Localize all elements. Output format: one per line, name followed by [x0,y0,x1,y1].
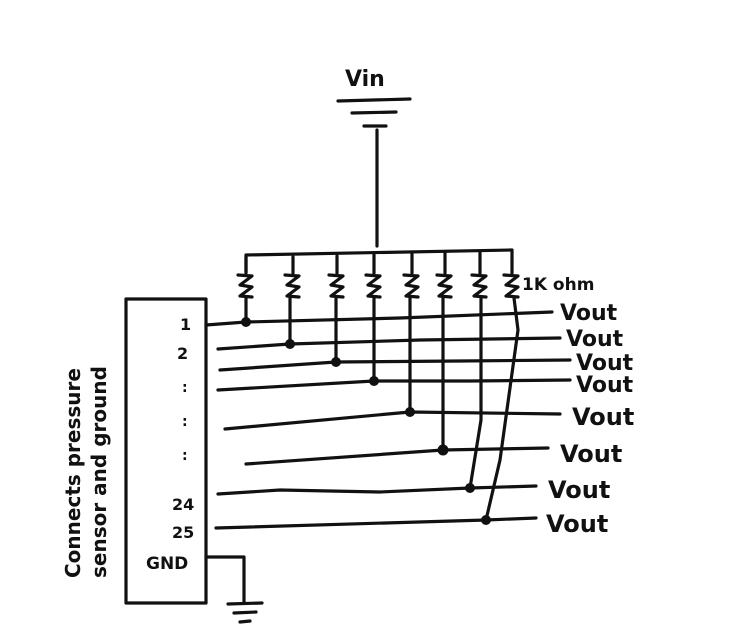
vout-label-3: Vout [576,351,634,376]
pin-label-24: 24 [172,495,194,514]
junction-dot-5 [405,407,415,417]
junction-dot-7 [465,483,475,493]
vin-bus-wire [244,248,514,274]
ground-bar-2 [232,610,258,615]
vout-label-5: Vout [572,403,634,431]
ground-wire [204,555,246,605]
resistor-value-label: 1K ohm [522,275,594,295]
output-line-5 [223,410,562,431]
output-line-3 [218,358,572,372]
pin-ellipsis-3: : [182,448,188,464]
vout-label-8: Vout [546,510,608,538]
pin-label-gnd: GND [146,554,188,574]
junction-dot-1 [241,317,251,327]
vin-terminal-bar-2 [350,110,398,115]
connector-block [124,297,208,605]
pin-label-25: 25 [172,523,194,542]
vin-terminal-bar [336,97,412,103]
resistor-6 [435,251,453,452]
ground-bar-1 [226,601,264,606]
output-line-1 [204,310,554,327]
junction-dot-8 [481,515,491,525]
vout-label-4: Vout [576,373,634,398]
resistor-2 [283,255,301,346]
junction-dot-6 [437,444,449,456]
resistor-8 [484,260,520,522]
pin-label-2: 2 [177,344,188,363]
connector-side-label: Connects pressure sensor and ground [61,366,111,578]
vout-label-6: Vout [560,440,622,468]
resistor-4 [364,253,382,383]
resistor-1 [236,255,254,324]
pin-ellipsis-2: : [182,414,188,430]
junction-dot-2 [285,339,295,349]
vout-label-7: Vout [548,476,610,504]
junction-dot-4 [369,376,379,386]
junction-dot-3 [331,357,341,367]
pin-label-1: 1 [180,315,191,334]
resistor-3 [327,254,345,364]
vout-label-1: Vout [560,301,618,326]
vin-label: Vin [345,67,385,92]
output-line-7 [216,484,538,496]
output-line-2 [216,336,562,351]
side-label-line-2: sensor and ground [87,366,111,578]
output-line-6 [244,446,550,466]
resistor-5 [402,252,420,414]
resistor-7 [468,250,488,490]
output-line-4 [216,378,572,392]
ground-bar-3 [238,619,252,624]
pin-ellipsis-1: : [182,380,188,396]
vout-label-2: Vout [566,327,624,352]
side-label-line-1: Connects pressure [61,368,85,578]
